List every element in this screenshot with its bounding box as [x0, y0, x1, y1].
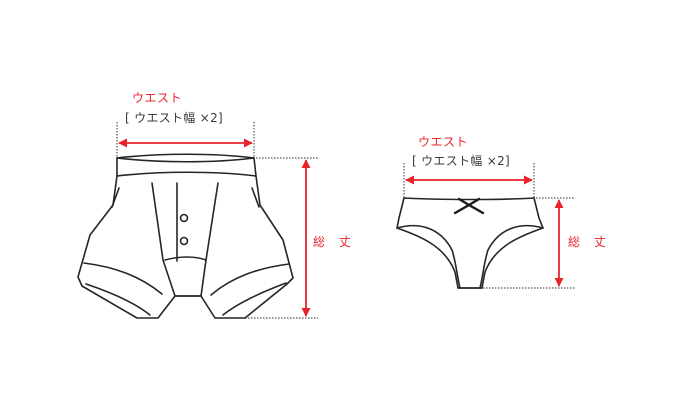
boxer-briefs-figure [77, 122, 318, 319]
waist-note-briefs: [ ウエスト幅 ×2] [412, 154, 510, 168]
bow-icon [453, 197, 485, 215]
waist-label-boxer: ウエスト [132, 91, 183, 105]
length-label-boxer: 総 丈 [313, 235, 356, 249]
waist-note-boxer: [ ウエスト幅 ×2] [125, 111, 223, 125]
briefs-figure [396, 163, 575, 289]
waist-label-briefs: ウエスト [418, 135, 469, 149]
length-label-briefs: 総 丈 [568, 235, 611, 249]
